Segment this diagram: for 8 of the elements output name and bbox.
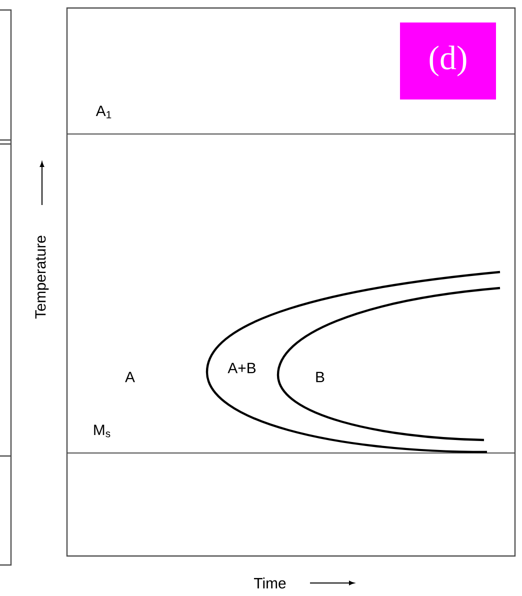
curve-label: A$_{1}$ bbox=[96, 106, 112, 118]
panel-label: (d) bbox=[400, 22, 496, 100]
region-label: B bbox=[316, 372, 324, 382]
region-label: A bbox=[125, 372, 135, 382]
region-label: A+B bbox=[228, 362, 256, 374]
axis-label: Temperature bbox=[35, 236, 49, 319]
curve-label: M$_{s}$ bbox=[94, 424, 110, 438]
axis-label: Time bbox=[254, 578, 286, 588]
